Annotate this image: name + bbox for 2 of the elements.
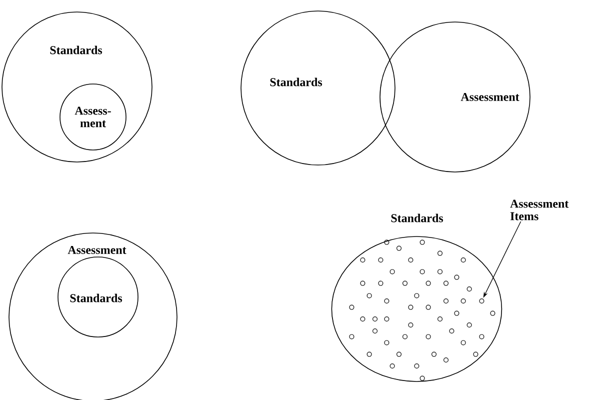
label-text: Assessment Items (510, 200, 569, 220)
node-label: Standards (391, 214, 444, 222)
